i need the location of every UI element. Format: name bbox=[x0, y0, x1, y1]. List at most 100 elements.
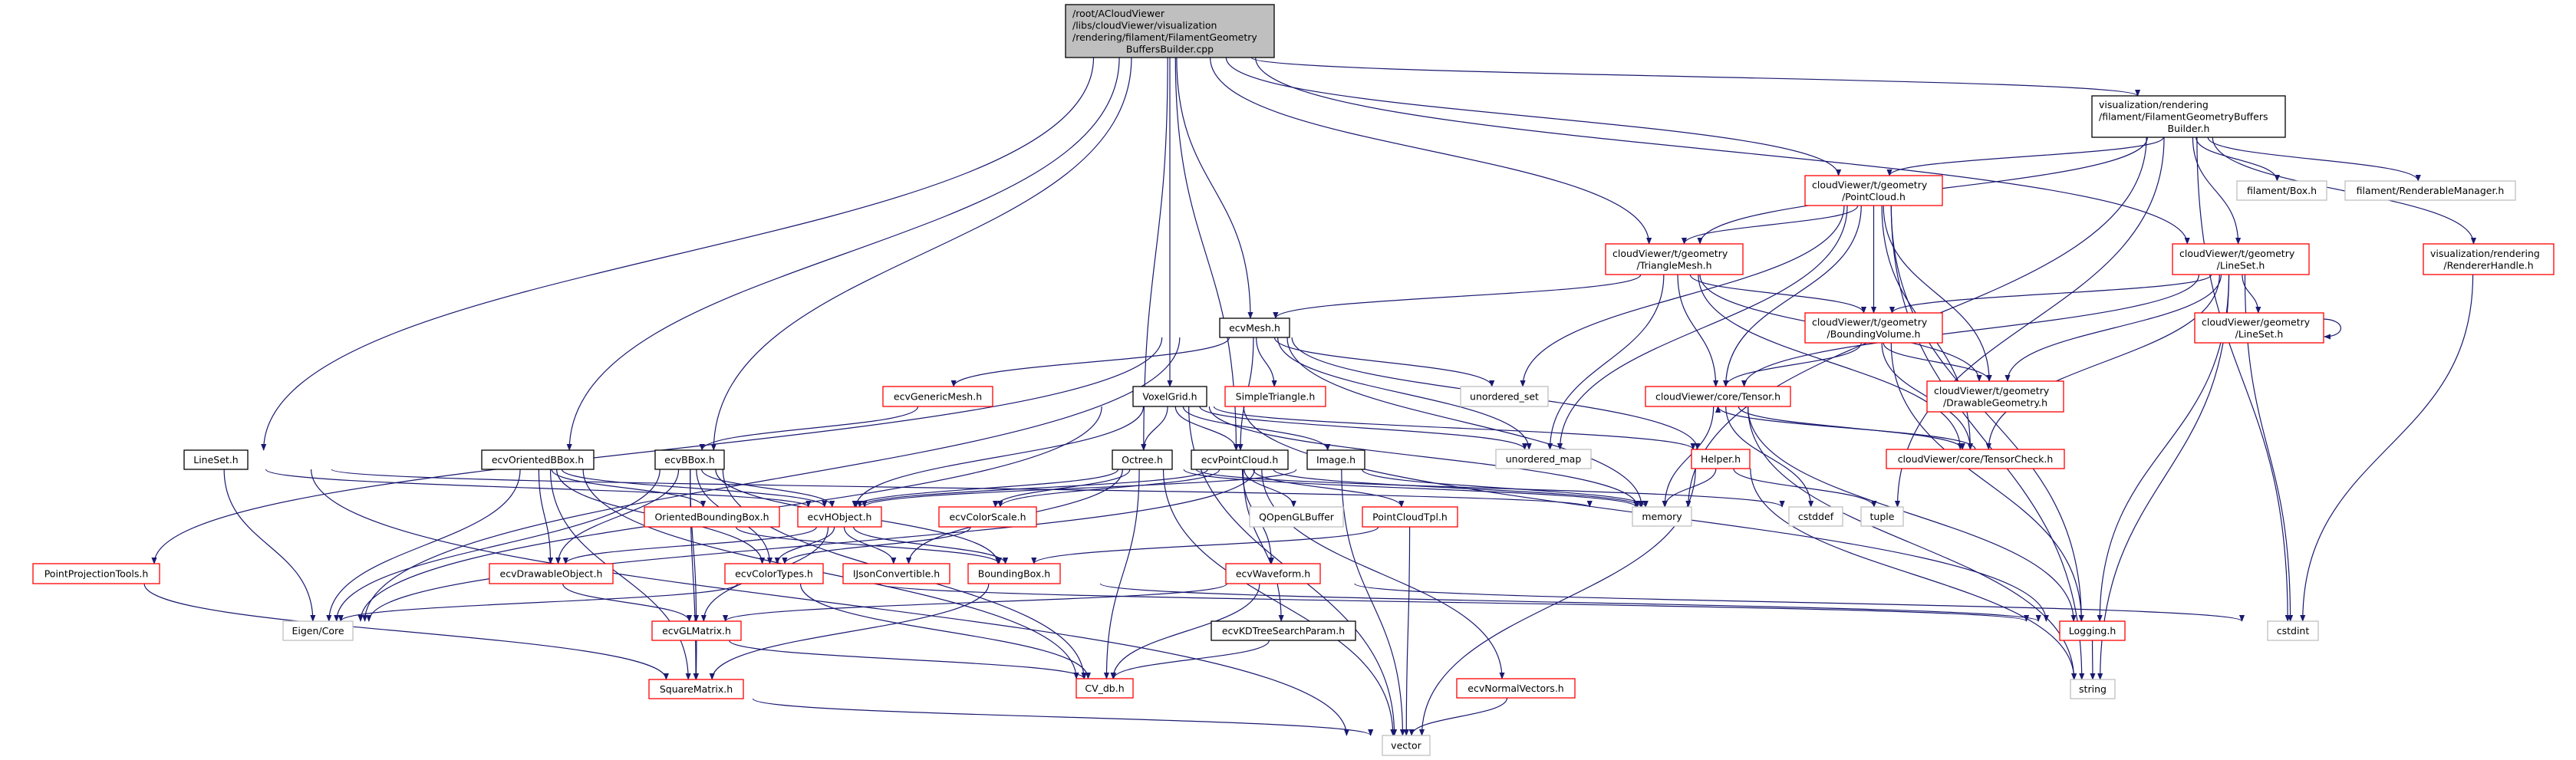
edge-ecv-waveform-to-cstdint bbox=[1354, 583, 2245, 622]
node-cv-db[interactable]: CV_db.h bbox=[1076, 678, 1134, 699]
edge-image-to-vector bbox=[1341, 469, 1406, 736]
node-label: /LineSet.h bbox=[2217, 259, 2265, 271]
node-ecv-kdtree-search-param[interactable]: ecvKDTreeSearchParam.h bbox=[1211, 620, 1356, 641]
edge-ecv-normal-vectors-to-vector bbox=[1408, 697, 1508, 736]
node-bounding-box[interactable]: BoundingBox.h bbox=[967, 563, 1061, 584]
node-tensor-check[interactable]: cloudViewer/core/TensorCheck.h bbox=[1886, 449, 2065, 469]
node-image[interactable]: Image.h bbox=[1306, 449, 1365, 470]
node-oriented-bounding-box[interactable]: OrientedBoundingBox.h bbox=[644, 506, 780, 528]
edge-ecv-hobject-to-ecv-drawable-object bbox=[562, 526, 818, 564]
node-ijson-convertible[interactable]: IJsonConvertible.h bbox=[842, 563, 950, 584]
node-label: QOpenGLBuffer bbox=[1259, 512, 1335, 523]
node-box bbox=[1460, 386, 1549, 407]
edge-voxel-grid-to-memory bbox=[1208, 406, 1640, 508]
node-root[interactable]: /root/ACloudViewer/libs/cloudViewer/visu… bbox=[1065, 4, 1275, 58]
edge-ecv-mesh-to-ecv-generic-mesh bbox=[950, 337, 1230, 387]
node-ecv-generic-mesh[interactable]: ecvGenericMesh.h bbox=[882, 386, 993, 407]
node-helper[interactable]: Helper.h bbox=[1691, 449, 1751, 469]
edge-ecv-kdtree-search-param-to-cv-db bbox=[1111, 640, 1270, 679]
node-ecv-drawable-object[interactable]: ecvDrawableObject.h bbox=[489, 563, 614, 584]
node-cstdint[interactable]: cstdint bbox=[2267, 620, 2319, 641]
edge-ecv-oriented-bbox-to-oriented-bounding-box bbox=[551, 469, 707, 508]
node-line-set[interactable]: LineSet.h bbox=[183, 449, 249, 470]
edge-point-projection-tools-to-square-matrix bbox=[143, 583, 669, 680]
node-label: cloudViewer/geometry bbox=[2202, 316, 2311, 327]
node-label: unordered_map bbox=[1506, 453, 1582, 465]
node-box bbox=[1224, 386, 1326, 407]
node-octree[interactable]: Octree.h bbox=[1112, 449, 1173, 470]
edge-ffgbb-h-to-t-line-set bbox=[2192, 137, 2242, 245]
edge-ecv-oriented-bbox-to-ecv-hobject bbox=[561, 469, 828, 508]
node-ecv-normal-vectors[interactable]: ecvNormalVectors.h bbox=[1456, 678, 1576, 699]
node-label: SquareMatrix.h bbox=[660, 683, 733, 695]
node-ecv-waveform[interactable]: ecvWaveform.h bbox=[1225, 563, 1321, 584]
node-ecv-glmatrix[interactable]: ecvGLMatrix.h bbox=[651, 620, 742, 641]
node-string[interactable]: string bbox=[2070, 679, 2116, 699]
edge-square-matrix-to-vector bbox=[752, 698, 1374, 736]
node-unordered-set[interactable]: unordered_set bbox=[1460, 386, 1549, 407]
edge-root-to-t-triangle-mesh bbox=[1210, 57, 1652, 245]
node-qopen-glbuffer[interactable]: QOpenGLBuffer bbox=[1249, 506, 1344, 528]
node-logging[interactable]: Logging.h bbox=[2059, 620, 2126, 641]
node-renderer-handle[interactable]: visualization/rendering/RendererHandle.h bbox=[2423, 243, 2555, 275]
node-box bbox=[183, 449, 249, 470]
node-tensor[interactable]: cloudViewer/core/Tensor.h bbox=[1645, 386, 1791, 407]
node-t-triangle-mesh[interactable]: cloudViewer/t/geometry/TriangleMesh.h bbox=[1605, 243, 1744, 275]
node-ecv-color-types[interactable]: ecvColorTypes.h bbox=[724, 563, 824, 584]
edge-line-set-to-memory bbox=[331, 469, 1593, 508]
node-label: filament/Box.h bbox=[2247, 185, 2317, 196]
node-t-line-set[interactable]: cloudViewer/t/geometry/LineSet.h bbox=[2172, 243, 2310, 275]
node-filament-box[interactable]: filament/Box.h bbox=[2236, 180, 2327, 201]
node-label: PointProjectionTools.h bbox=[44, 568, 149, 580]
node-box bbox=[797, 506, 882, 528]
node-square-matrix[interactable]: SquareMatrix.h bbox=[648, 679, 744, 699]
node-point-projection-tools[interactable]: PointProjectionTools.h bbox=[32, 563, 160, 584]
node-t-point-cloud[interactable]: cloudViewer/t/geometry/PointCloud.h bbox=[1804, 175, 1943, 206]
node-label: BuffersBuilder.cpp bbox=[1126, 43, 1214, 54]
node-ecv-oriented-bbox[interactable]: ecvOrientedBBox.h bbox=[481, 449, 595, 470]
node-label: /RendererHandle.h bbox=[2443, 259, 2533, 271]
node-box bbox=[1456, 678, 1576, 699]
node-label: /PointCloud.h bbox=[1842, 191, 1906, 202]
node-cstddef[interactable]: cstddef bbox=[1788, 506, 1843, 527]
node-box bbox=[882, 386, 993, 407]
node-point-cloud-tpl[interactable]: PointCloudTpl.h bbox=[1362, 506, 1458, 528]
node-tuple[interactable]: tuple bbox=[1860, 506, 1904, 527]
node-simple-triangle[interactable]: SimpleTriangle.h bbox=[1224, 386, 1326, 407]
node-eigen[interactable]: Eigen/Core bbox=[282, 620, 354, 641]
node-voxel-grid[interactable]: VoxelGrid.h bbox=[1132, 386, 1207, 407]
node-label: /TriangleMesh.h bbox=[1636, 259, 1711, 271]
edge-ffgbb-h-to-renderer-handle bbox=[2212, 137, 2477, 245]
edge-ecv-oriented-bbox-to-square-matrix bbox=[549, 469, 691, 680]
node-ecv-point-cloud[interactable]: ecvPointCloud.h bbox=[1191, 449, 1289, 470]
node-ecv-mesh[interactable]: ecvMesh.h bbox=[1219, 317, 1290, 338]
edge-ecv-point-cloud-to-qopen-glbuffer bbox=[1244, 469, 1296, 508]
node-box bbox=[481, 449, 595, 470]
node-label: tuple bbox=[1870, 511, 1895, 522]
node-vector[interactable]: vector bbox=[1382, 735, 1431, 756]
node-label: ecvWaveform.h bbox=[1236, 568, 1310, 580]
node-drawable-geometry[interactable]: cloudViewer/t/geometry/DrawableGeometry.… bbox=[1926, 380, 2064, 413]
node-label: Helper.h bbox=[1701, 453, 1741, 465]
node-label: unordered_set bbox=[1470, 391, 1539, 403]
node-ecv-hobject[interactable]: ecvHObject.h bbox=[797, 506, 882, 528]
node-renderable-manager[interactable]: filament/RenderableManager.h bbox=[2344, 180, 2516, 201]
edge-t-triangle-mesh-to-tensor-check bbox=[1698, 274, 1963, 450]
node-ecv-color-scale[interactable]: ecvColorScale.h bbox=[938, 506, 1037, 528]
node-label: ecvMesh.h bbox=[1229, 322, 1280, 334]
node-memory[interactable]: memory bbox=[1632, 506, 1692, 527]
node-box bbox=[1225, 563, 1321, 584]
edge-helper-to-tuple bbox=[1733, 468, 1877, 508]
node-label: cloudViewer/t/geometry bbox=[1812, 316, 1928, 327]
node-label: ecvOrientedBBox.h bbox=[492, 454, 584, 466]
edge-ecv-color-types-to-eigen bbox=[338, 583, 739, 622]
node-t-bounding-volume[interactable]: cloudViewer/t/geometry/BoundingVolume.h bbox=[1804, 312, 1943, 344]
edge-ecv-bbox-to-square-matrix bbox=[690, 469, 699, 680]
node-cv-line-set[interactable]: cloudViewer/geometry/LineSet.h bbox=[2194, 312, 2324, 344]
node-unordered-map[interactable]: unordered_map bbox=[1495, 449, 1592, 469]
edge-tensor-to-memory bbox=[1662, 406, 1715, 508]
node-ecv-bbox[interactable]: ecvBBox.h bbox=[654, 449, 725, 470]
edge-cv-line-set-to-cv-line-set bbox=[2321, 318, 2341, 340]
edge-t-point-cloud-to-string bbox=[1890, 205, 2085, 680]
node-ffgbb-h[interactable]: visualization/rendering/filament/Filamen… bbox=[2091, 95, 2286, 138]
